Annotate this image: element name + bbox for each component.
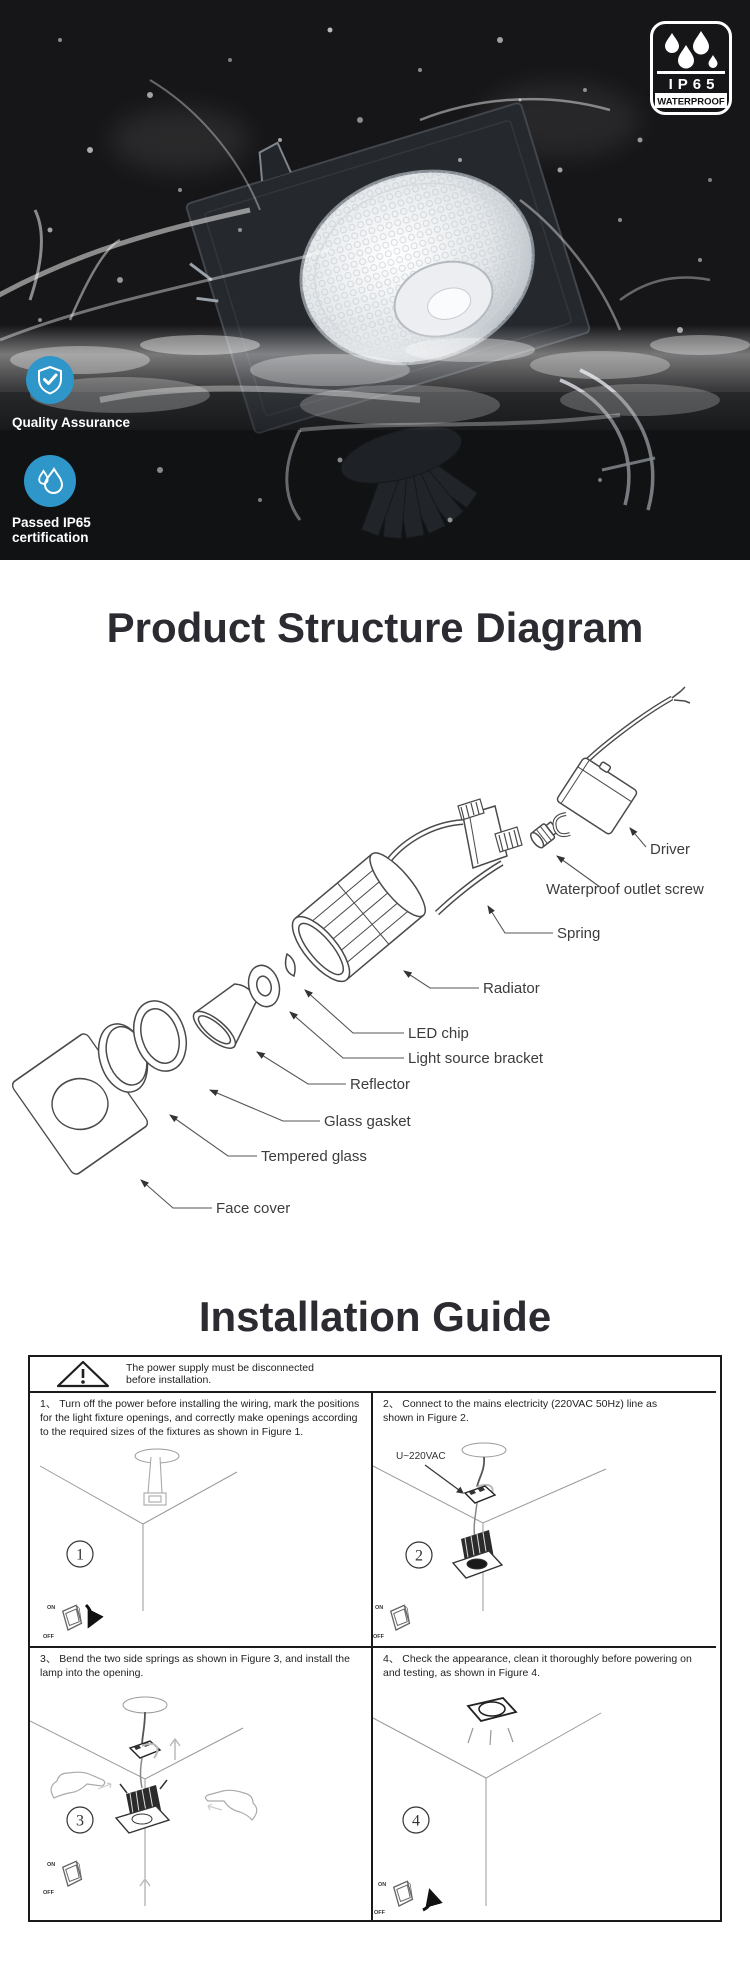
quality-assurance-badge: Quality Assurance bbox=[12, 356, 162, 431]
power-switch-icon bbox=[393, 1880, 414, 1907]
terminal-block bbox=[463, 1485, 497, 1505]
figure-2-number: 2 bbox=[415, 1548, 423, 1565]
step-2-cell: 2、 Connect to the mains electricity (220… bbox=[373, 1393, 716, 1649]
water-surface bbox=[0, 325, 750, 430]
figure-1-number-circle bbox=[66, 1540, 94, 1568]
figure-2-number-circle bbox=[405, 1541, 433, 1569]
warning-text: The power supply must be disconnected be… bbox=[126, 1362, 314, 1387]
switch-off-arrow bbox=[84, 1604, 104, 1629]
figure-3-number: 3 bbox=[76, 1813, 84, 1830]
installation-title: Installation Guide bbox=[198, 1293, 552, 1340]
hero-section: IP65 WATERPROOF Quality Assurance bbox=[0, 0, 750, 560]
part-label-led-chip: LED chip bbox=[408, 1025, 469, 1042]
foam bbox=[10, 335, 750, 425]
ip65-waterproof-badge: IP65 WATERPROOF bbox=[650, 21, 732, 115]
figure-3: 3 ON OFF bbox=[30, 1696, 258, 1907]
water-drops-icon bbox=[665, 31, 718, 69]
warning-triangle-icon bbox=[56, 1361, 110, 1388]
part-label-bracket: Light source bracket bbox=[408, 1050, 544, 1067]
power-switch-icon bbox=[62, 1860, 83, 1887]
part-label-driver: Driver bbox=[650, 841, 690, 858]
exploded-view-diagram: Driver Waterproof outlet screw Spring Ra… bbox=[11, 686, 704, 1217]
part-label-radiator: Radiator bbox=[483, 980, 540, 997]
step-1-text: 1、 Turn off the power before installing … bbox=[40, 1398, 360, 1439]
shield-check-icon bbox=[26, 356, 74, 404]
figure-4-number-circle bbox=[402, 1806, 430, 1834]
light-rays bbox=[467, 1728, 514, 1746]
part-label-tempered-glass: Tempered glass bbox=[261, 1148, 367, 1165]
step-4-text: 4、 Check the appearance, clean it thorou… bbox=[383, 1653, 692, 1680]
led-chip-part bbox=[284, 953, 296, 978]
part-label-spring: Spring bbox=[557, 925, 600, 942]
step-3-cell: 3、 Bend the two side springs as shown in… bbox=[30, 1648, 373, 1921]
driver-part bbox=[552, 686, 691, 838]
mounting-clip bbox=[189, 141, 292, 303]
ip65-code: IP65 bbox=[669, 76, 720, 93]
figure-1-number: 1 bbox=[76, 1547, 84, 1564]
figure-2: U~220VAC bbox=[373, 1442, 607, 1640]
ip65-label: WATERPROOF bbox=[657, 97, 725, 108]
figure-4: 4 ON OFF bbox=[373, 1697, 602, 1916]
installation-section: Installation Guide bbox=[0, 1280, 750, 1963]
quality-badge-label: Quality Assurance bbox=[12, 415, 131, 430]
voltage-label: U~220VAC bbox=[396, 1451, 446, 1462]
switch-on-label: ON bbox=[375, 1605, 383, 1611]
step-1-cell: 1、 Turn off the power before installing … bbox=[30, 1393, 373, 1649]
power-switch-icon bbox=[390, 1604, 411, 1631]
installed-downlight bbox=[466, 1697, 518, 1746]
spring-part bbox=[387, 798, 523, 916]
water-droplets bbox=[38, 27, 712, 523]
part-label-glass-gasket: Glass gasket bbox=[324, 1113, 412, 1130]
warning-row: The power supply must be disconnected be… bbox=[30, 1357, 716, 1394]
figure-4-number: 4 bbox=[412, 1813, 420, 1830]
switch-on-label: ON bbox=[378, 1882, 386, 1888]
warning-line1: The power supply must be disconnected bbox=[126, 1361, 314, 1374]
structure-title: Product Structure Diagram bbox=[106, 604, 644, 651]
warning-line2: before installation. bbox=[126, 1374, 212, 1387]
switch-off-label: OFF bbox=[374, 1910, 386, 1916]
switch-on-label: ON bbox=[47, 1605, 55, 1611]
switch-off-label: OFF bbox=[43, 1890, 55, 1896]
part-label-reflector: Reflector bbox=[350, 1076, 410, 1093]
downlight-in-figure bbox=[451, 1530, 504, 1580]
downlight-in-figure bbox=[114, 1779, 171, 1835]
water-splash bbox=[0, 79, 711, 432]
switch-off-label: OFF bbox=[373, 1634, 385, 1640]
structure-section: Product Structure Diagram bbox=[0, 560, 750, 1280]
heatsink-fins bbox=[285, 368, 656, 539]
ip65-cert-badge: Passed IP65 certification bbox=[12, 455, 162, 546]
part-label-outlet-screw: Waterproof outlet screw bbox=[546, 881, 704, 898]
switch-off-label: OFF bbox=[43, 1634, 55, 1640]
figure-3-number-circle bbox=[66, 1806, 94, 1834]
installation-guide-table: The power supply must be disconnected be… bbox=[28, 1355, 722, 1923]
power-switch-icon bbox=[62, 1604, 83, 1631]
step-4-cell: 4、 Check the appearance, clean it thorou… bbox=[373, 1648, 716, 1920]
hand-icons bbox=[50, 1771, 258, 1822]
water-drop-icon bbox=[24, 455, 76, 507]
step-3-text: 3、 Bend the two side springs as shown in… bbox=[40, 1653, 350, 1680]
up-arrows bbox=[139, 1738, 181, 1901]
cert-badge-label: Passed IP65 certification bbox=[12, 515, 162, 546]
step-2-text: 2、 Connect to the mains electricity (220… bbox=[383, 1398, 658, 1425]
radiator-part bbox=[291, 852, 426, 983]
cert-line1: Passed IP65 bbox=[12, 515, 91, 530]
light-source-bracket-part bbox=[247, 964, 281, 1008]
cert-line2: certification bbox=[12, 529, 89, 545]
marking-tool bbox=[143, 1457, 167, 1506]
figure-1: 1 ON OFF bbox=[39, 1448, 238, 1640]
switch-on-label: ON bbox=[47, 1862, 55, 1868]
glass-gasket-part bbox=[132, 1000, 188, 1073]
switch-on-arrow bbox=[422, 1888, 443, 1912]
hero-product-photo bbox=[0, 0, 750, 560]
part-label-face-cover: Face cover bbox=[216, 1200, 290, 1217]
